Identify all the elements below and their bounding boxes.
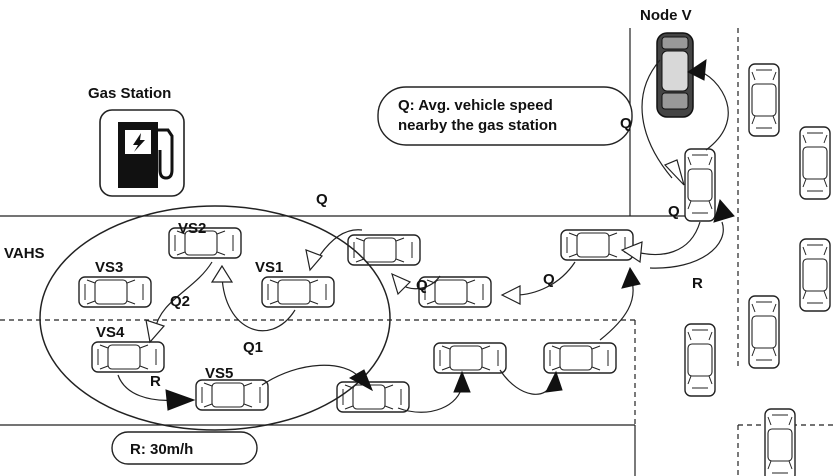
node-v-label: Node V xyxy=(640,7,692,24)
rate-text: R: 30m/h xyxy=(130,441,193,458)
fuel-pump-icon xyxy=(100,110,184,196)
q-label-right: Q xyxy=(668,203,680,220)
vahs-label: VAHS xyxy=(4,245,45,262)
query-text-line1: Q: Avg. vehicle speed xyxy=(398,97,553,114)
node-v-car xyxy=(657,33,693,117)
vs3-label: VS3 xyxy=(95,259,123,276)
q-label-top: Q xyxy=(316,191,328,208)
r-label-vahs: R xyxy=(150,373,161,390)
q1-label: Q1 xyxy=(243,339,263,356)
vs5-label: VS5 xyxy=(205,365,233,382)
vs4-label: VS4 xyxy=(96,324,125,341)
r-label-right: R xyxy=(692,275,703,292)
vs1-label: VS1 xyxy=(255,259,283,276)
vs2-label: VS2 xyxy=(178,220,206,237)
car-icon xyxy=(685,64,830,476)
gas-station-label: Gas Station xyxy=(88,85,171,102)
query-text-line2: nearby the gas station xyxy=(398,117,557,134)
q2-label: Q2 xyxy=(170,293,190,310)
q-label-center: Q xyxy=(543,271,555,288)
query-bubble xyxy=(378,87,632,145)
q-label-mid: Q xyxy=(416,277,428,294)
q-label-nodev: Q xyxy=(620,115,632,132)
